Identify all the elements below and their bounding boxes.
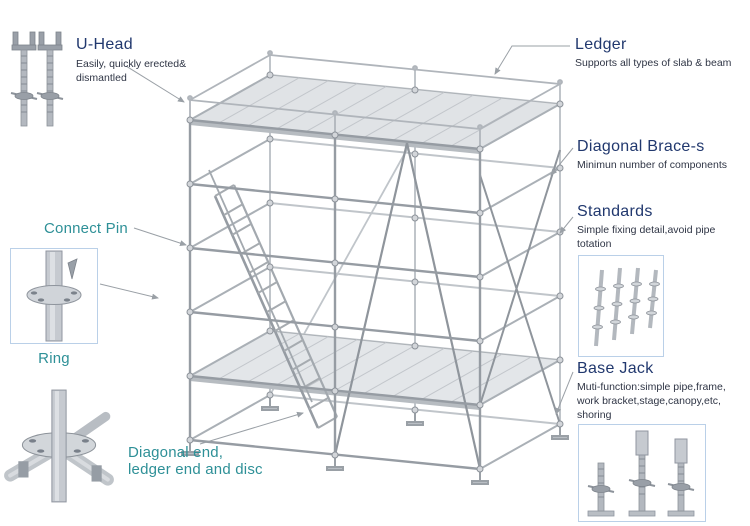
standards-desc: Simple fixing detail,avoid pipe totation bbox=[577, 224, 716, 250]
base-jacks-icon bbox=[587, 430, 695, 517]
rosette-ring-icon bbox=[26, 250, 82, 342]
scaffold-top-deck bbox=[188, 74, 562, 154]
standards-photo bbox=[578, 255, 664, 357]
ledger-desc: Supports all types of slab & beam bbox=[575, 57, 732, 69]
scaffold-diagonal-braces bbox=[333, 142, 561, 470]
base-jack-photo bbox=[578, 424, 706, 522]
ring-label: Ring bbox=[38, 350, 70, 367]
callout-leader-lines bbox=[99, 45, 574, 445]
u-head-title: U-Head bbox=[76, 36, 133, 53]
u-head-screw-jacks-icon bbox=[10, 31, 64, 127]
u-head-photo bbox=[8, 30, 66, 150]
base-jack-desc: Muti-function:simple pipe,frame, work br… bbox=[577, 381, 726, 421]
node-connection-icon bbox=[4, 389, 114, 503]
diagonal-end-label: Diagonal end, ledger end and disc bbox=[128, 444, 263, 478]
base-jack-title: Base Jack bbox=[577, 360, 654, 377]
scaffold-side-ledgers bbox=[189, 74, 561, 470]
scaffold-top-rails bbox=[187, 50, 563, 149]
diagonal-end-photo bbox=[0, 386, 118, 508]
standards-posts-icon bbox=[592, 267, 660, 347]
standards-title: Standards bbox=[577, 203, 653, 220]
u-head-desc: Easily, quickly erected& dismantled bbox=[76, 58, 187, 84]
scaffold-stair bbox=[208, 169, 339, 429]
connect-pin-label: Connect Pin bbox=[44, 220, 128, 237]
scaffold-lower-deck bbox=[188, 330, 562, 410]
diagonal-brace-desc: Minimun number of components bbox=[577, 159, 727, 171]
diagonal-brace-title: Diagonal Brace-s bbox=[577, 138, 705, 155]
ring-photo bbox=[10, 248, 98, 344]
ledger-title: Ledger bbox=[575, 36, 627, 53]
